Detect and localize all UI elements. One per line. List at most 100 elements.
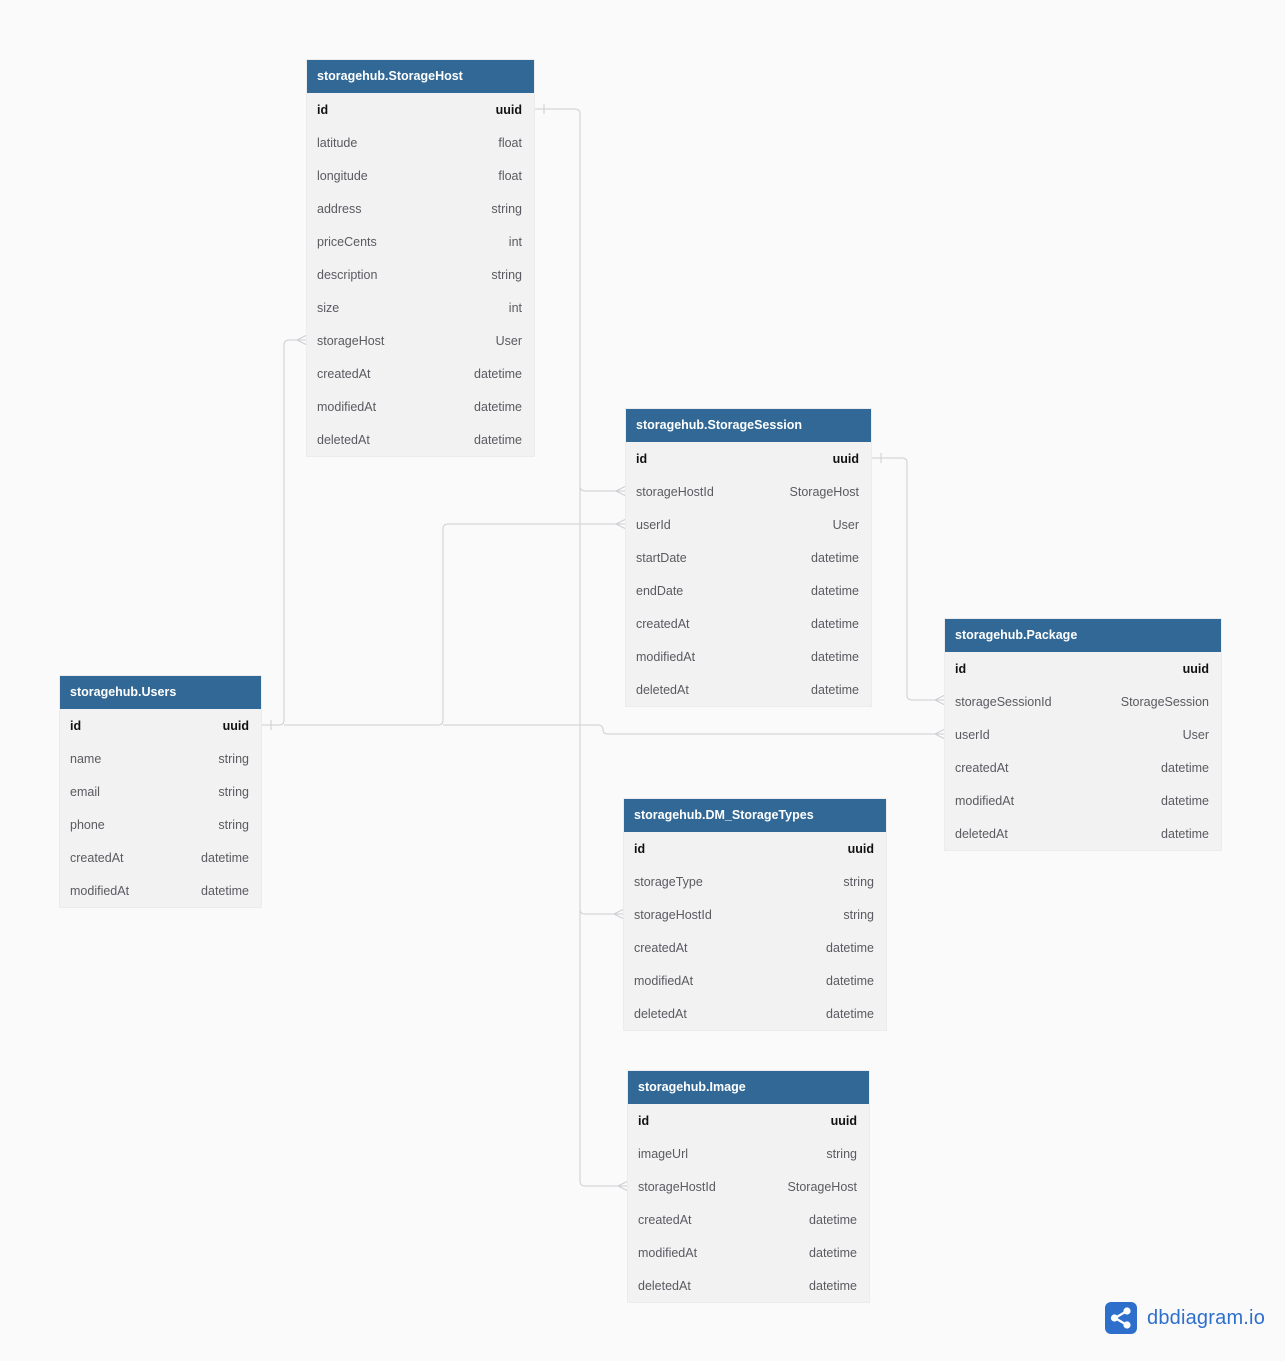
- field-type: datetime: [811, 682, 859, 697]
- field-type: datetime: [811, 649, 859, 664]
- field-row[interactable]: description string: [307, 258, 534, 291]
- field-row[interactable]: storageType string: [624, 865, 886, 898]
- field-type: User: [832, 517, 859, 532]
- field-type: string: [843, 874, 874, 889]
- field-type: datetime: [474, 366, 522, 381]
- field-row[interactable]: deletedAt datetime: [945, 817, 1221, 850]
- field-type: string: [218, 751, 249, 766]
- field-type: datetime: [474, 399, 522, 414]
- field-name: createdAt: [70, 850, 124, 865]
- field-name: createdAt: [317, 366, 371, 381]
- field-row[interactable]: modifiedAt datetime: [626, 640, 871, 673]
- field-type: uuid: [495, 102, 522, 117]
- connector-storagesession-package: [871, 457, 945, 701]
- field-type: uuid: [830, 1113, 857, 1128]
- connector-users-storagehost: [261, 339, 307, 726]
- field-row[interactable]: id uuid: [628, 1104, 869, 1137]
- field-type: string: [491, 201, 522, 216]
- table-header[interactable]: storagehub.DM_StorageTypes: [624, 799, 886, 832]
- many-marker: [934, 694, 946, 706]
- dbdiagram-logo[interactable]: dbdiagram.io: [1105, 1302, 1265, 1334]
- field-type: datetime: [811, 616, 859, 631]
- field-type: datetime: [809, 1212, 857, 1227]
- field-row[interactable]: address string: [307, 192, 534, 225]
- field-type: datetime: [826, 973, 874, 988]
- field-name: id: [638, 1113, 650, 1128]
- field-name: description: [317, 267, 378, 282]
- field-row[interactable]: id uuid: [307, 93, 534, 126]
- connector-users-package: [443, 724, 945, 735]
- field-type: datetime: [811, 550, 859, 565]
- field-type: datetime: [1161, 826, 1209, 841]
- table-header[interactable]: storagehub.StorageHost: [307, 60, 534, 93]
- field-name: modifiedAt: [634, 973, 694, 988]
- table-header[interactable]: storagehub.StorageSession: [626, 409, 871, 442]
- field-row[interactable]: modifiedAt datetime: [624, 964, 886, 997]
- field-name: address: [317, 201, 362, 216]
- field-name: createdAt: [955, 760, 1009, 775]
- share-nodes-icon: [1105, 1302, 1137, 1334]
- brand-name: dbdiagram.io: [1147, 1306, 1266, 1329]
- table-header[interactable]: storagehub.Package: [945, 619, 1221, 652]
- connector-storagehost-image: [579, 900, 628, 1187]
- field-name: deletedAt: [955, 826, 1008, 841]
- field-name: storageHostId: [638, 1179, 716, 1194]
- field-type: datetime: [826, 1006, 874, 1021]
- field-type: string: [491, 267, 522, 282]
- field-type: float: [498, 168, 522, 183]
- field-name: storageHostId: [636, 484, 714, 499]
- table-header[interactable]: storagehub.Image: [628, 1071, 869, 1104]
- many-marker: [613, 908, 625, 920]
- field-type: User: [1182, 727, 1209, 742]
- connector-storagehost-storagetypes: [579, 480, 624, 915]
- field-name: id: [317, 102, 329, 117]
- field-name: storageType: [634, 874, 703, 889]
- field-row[interactable]: createdAt datetime: [307, 357, 534, 390]
- table-header[interactable]: storagehub.Users: [60, 676, 261, 709]
- field-name: priceCents: [317, 234, 377, 249]
- field-name: imageUrl: [638, 1146, 689, 1161]
- field-name: modifiedAt: [636, 649, 696, 664]
